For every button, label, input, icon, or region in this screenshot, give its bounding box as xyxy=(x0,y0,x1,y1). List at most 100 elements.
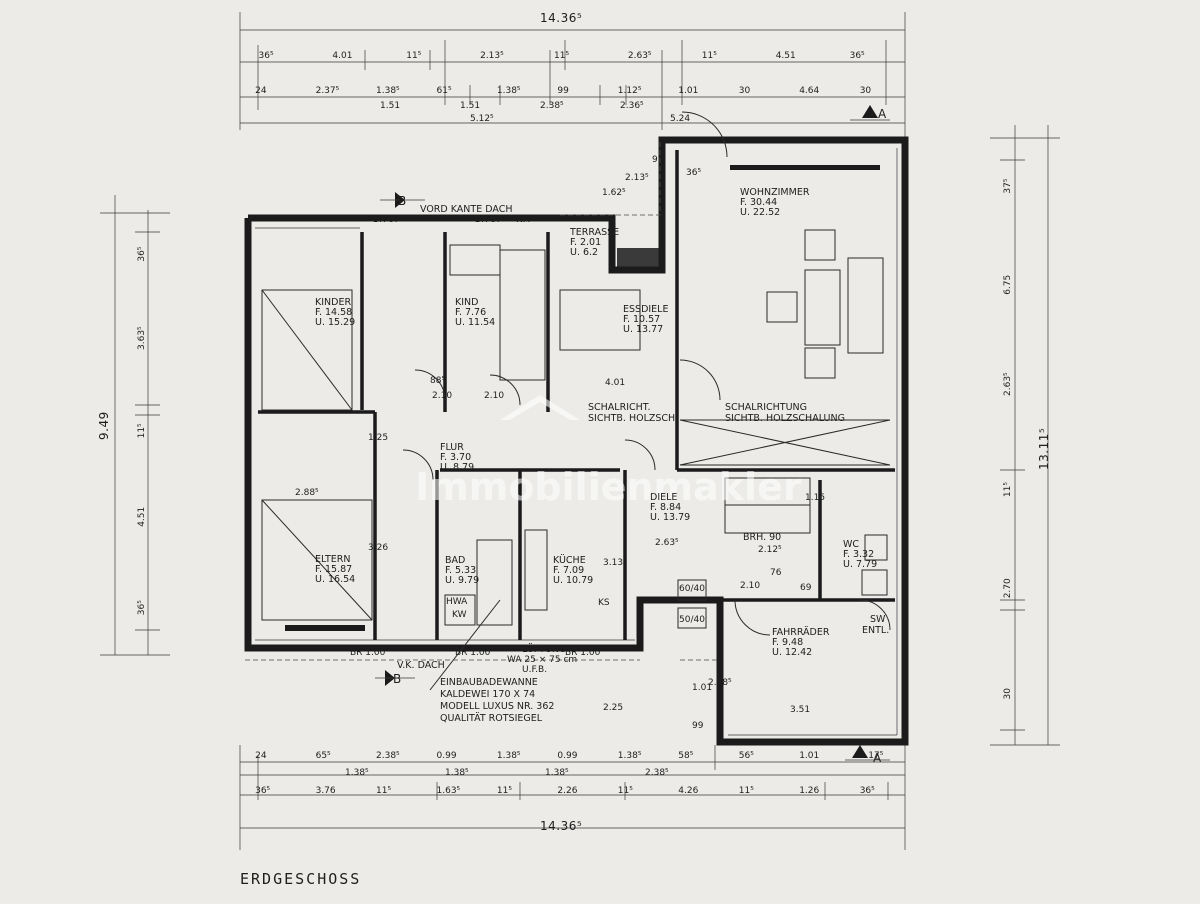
annotation-labels: VORD KANTE DACH V.K. DACH BR 1.00 BR 1.0… xyxy=(350,107,889,765)
dim-inner-13: 2.38⁵ xyxy=(708,678,732,688)
dim-inner-20: 1.15 xyxy=(805,493,825,503)
label-wanne-2: KALDEWEI 170 X 74 xyxy=(440,689,535,700)
dim-inner-4: 3.13⁵ xyxy=(603,558,627,568)
dim-inner-8: 2.10 xyxy=(432,391,452,401)
dim-top-row2-5: 99 xyxy=(557,86,569,96)
label-br-mid: BR 1.00 xyxy=(455,648,491,658)
dim-bottom-row3-9: 1.26 xyxy=(799,786,819,796)
room-essdiele-name: ESSDIELE xyxy=(623,304,668,315)
label-br-right: BR 1.00 xyxy=(565,648,601,658)
dim-left-col-2: 11⁵ xyxy=(137,423,147,438)
interior-walls xyxy=(258,150,895,640)
dim-inner-15: 3.51 xyxy=(790,705,810,715)
label-schalrichtung-a2: SICHTB. HOLZSCH. xyxy=(588,413,678,424)
label-br87-left: BR 87⁵ xyxy=(373,215,404,225)
label-wa: WA xyxy=(515,215,530,225)
dim-overall-top: 14.36⁵ xyxy=(540,11,582,25)
label-br87-right: BR 87⁵ xyxy=(475,215,506,225)
dim-top-row1-1: 4.01 xyxy=(332,51,352,61)
label-entl: ENTL. xyxy=(862,625,889,636)
dim-top-row1-2: 11⁵ xyxy=(406,51,421,61)
dim-bottom-row1-7: 58⁵ xyxy=(678,751,693,761)
dim-top-row2-4: 1.38⁵ xyxy=(497,86,521,96)
dim-bottom-row2-2: 1.38⁵ xyxy=(545,768,569,778)
label-ks: KS xyxy=(598,598,610,608)
side-dimension-lines xyxy=(100,125,1060,746)
dim-top-row2-8: 30 xyxy=(739,86,751,96)
dim-top-row2-0: 24 xyxy=(255,86,267,96)
dim-top-row4-1: 5.24 xyxy=(670,114,690,124)
room-wohnzimmer-name: WOHNZIMMER xyxy=(740,187,810,198)
room-essdiele-u: U. 13.77 xyxy=(623,324,663,335)
dim-left-col-1: 3.63⁵ xyxy=(137,326,147,350)
room-eltern-f: F. 15.87 xyxy=(315,564,352,575)
room-flur-name: FLUR xyxy=(440,442,464,453)
dim-top-row2-2: 1.38⁵ xyxy=(376,86,400,96)
room-kinder-u: U. 15.29 xyxy=(315,317,355,328)
room-kueche-u: U. 10.79 xyxy=(553,575,593,586)
dim-bottom-row1-5: 0.99 xyxy=(557,751,577,761)
room-diele-u: U. 13.79 xyxy=(650,512,690,523)
room-flur-f: F. 3.70 xyxy=(440,452,471,463)
label-hwa: HWA xyxy=(446,597,468,607)
label-vord-kante-dach: VORD KANTE DACH xyxy=(420,204,513,215)
dim-top-row3-3: 2.36⁵ xyxy=(620,101,644,111)
label-br-left: BR 1.00 xyxy=(350,648,386,658)
room-diele-name: DIELE xyxy=(650,492,677,503)
label-schalrichtung-b2: SICHTB. HOLZSCHALUNG xyxy=(725,413,845,424)
section-markers xyxy=(375,105,890,761)
label-schalrichtung-b: SCHALRICHTUNG xyxy=(725,402,807,413)
dim-right-col-0: 37⁵ xyxy=(1003,178,1013,193)
dim-top-row1-4: 11⁵ xyxy=(554,51,569,61)
dim-inner-6: 1.25 xyxy=(368,433,388,443)
label-wanne-1: EINBAUBADEWANNE xyxy=(440,677,538,688)
dim-bottom-row1-2: 2.38⁵ xyxy=(376,751,400,761)
dim-top-row4-0: 5.12⁵ xyxy=(470,114,494,124)
label-kw: KW xyxy=(452,610,467,620)
room-kinder-name: KINDER xyxy=(315,297,351,308)
dim-bottom-row2-3: 2.38⁵ xyxy=(645,768,669,778)
dim-inner-18: 69 xyxy=(800,583,812,593)
room-diele-f: F. 8.84 xyxy=(650,502,681,513)
label-vk-dach: V.K. DACH xyxy=(397,660,445,671)
dim-bottom-row1-6: 1.38⁵ xyxy=(618,751,642,761)
room-bad-u: U. 9.79 xyxy=(445,575,479,586)
dim-inner-2: 2.25 xyxy=(603,703,623,713)
dim-bottom-row1-3: 0.99 xyxy=(437,751,457,761)
room-kueche-f: F. 7.09 xyxy=(553,565,584,576)
watermark-logo: Immobilienmakler xyxy=(415,395,802,509)
label-lueftung-ufb: U.F.B. xyxy=(522,665,547,675)
label-box-50-40: 50/40 xyxy=(679,615,705,625)
dim-bottom-row1-8: 56⁵ xyxy=(739,751,754,761)
dim-inner-0: 1.62⁵ xyxy=(602,188,626,198)
dim-overall-left: 9.49 xyxy=(97,411,111,440)
top-dimension-lines xyxy=(239,12,906,160)
room-kinder-f: F. 14.58 xyxy=(315,307,352,318)
room-kueche-name: KÜCHE xyxy=(553,555,586,566)
dim-right-col-2: 2.63⁵ xyxy=(1003,372,1013,396)
dim-top-row1-6: 11⁵ xyxy=(702,51,717,61)
room-eltern-name: ELTERN xyxy=(315,554,351,565)
label-box-60-40: 60/40 xyxy=(679,584,705,594)
room-essdiele-f: F. 10.57 xyxy=(623,314,660,325)
dim-left-col-3: 4.51 xyxy=(137,507,147,527)
dim-inner-17: 76 xyxy=(770,568,782,578)
room-wc-u: U. 7.79 xyxy=(843,559,877,570)
furniture xyxy=(261,229,888,629)
dim-inner-12: 1.01 xyxy=(692,683,712,693)
dim-top-row2-6: 1.12⁵ xyxy=(618,86,642,96)
room-bad-f: F. 5.33 xyxy=(445,565,476,576)
label-brh: BRH. 90 xyxy=(743,532,781,543)
dim-top-row2-1: 2.37⁵ xyxy=(316,86,340,96)
dim-bottom-row1-4: 1.38⁵ xyxy=(497,751,521,761)
room-wohnzimmer-u: U. 22.52 xyxy=(740,207,780,218)
dim-bottom-row1-0: 24 xyxy=(255,751,267,761)
dim-bottom-row3-3: 1.63⁵ xyxy=(437,786,461,796)
room-fahrraeder-f: F. 9.48 xyxy=(772,637,803,648)
dim-right-col-5: 30 xyxy=(1003,688,1013,700)
label-sw: SW xyxy=(870,614,886,625)
room-terrasse-name: TERRASSE xyxy=(569,227,619,238)
dim-overall-right: 13.11⁵ xyxy=(1037,428,1051,470)
label-section-b-top: B xyxy=(398,194,407,208)
dim-top-row3-0: 1.51 xyxy=(380,101,400,111)
